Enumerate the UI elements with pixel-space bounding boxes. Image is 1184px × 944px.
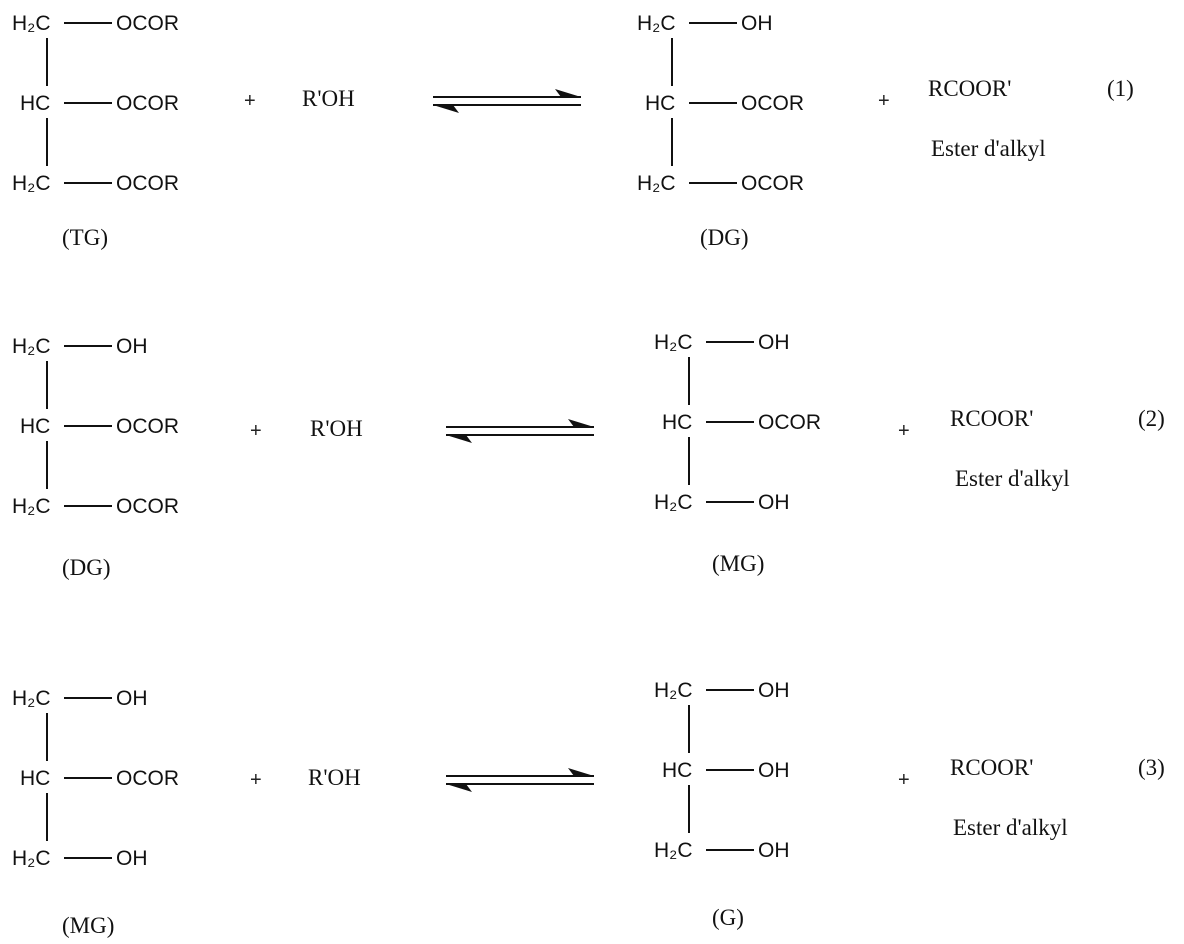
alkyl-ester-formula: RCOOR' [950,755,1033,780]
hydroxyl-group: OH [758,331,790,354]
alkyl-ester-formula: RCOOR' [928,76,1011,101]
alkyl-ester-formula: RCOOR' [950,406,1033,431]
methine-carbon: HC [20,415,50,438]
plus-sign: + [898,769,910,791]
methylene-carbon: H₂C [654,679,692,702]
ester-group: OCOR [116,495,179,518]
alkyl-ester-name: Ester d'alkyl [931,136,1046,161]
equation-number: (2) [1138,406,1165,431]
methine-carbon: HC [662,759,692,782]
ester-group: OCOR [741,172,804,195]
methylene-carbon: H₂C [12,495,50,518]
molecule-label: (DG) [700,225,749,250]
hydroxyl-group: OH [758,759,790,782]
ester-group: OCOR [116,172,179,195]
equation-number: (1) [1107,76,1134,101]
hydroxyl-group: OH [116,335,148,358]
ester-group: OCOR [116,415,179,438]
forward-arrowhead [555,89,581,97]
ester-group: OCOR [758,411,821,434]
methylene-carbon: H₂C [654,839,692,862]
methylene-carbon: H₂C [12,687,50,710]
methylene-carbon: H₂C [12,172,50,195]
molecule-label: (G) [712,905,744,930]
plus-sign: + [250,420,262,442]
hydroxyl-group: OH [741,12,773,35]
methylene-carbon: H₂C [12,847,50,870]
methine-carbon: HC [662,411,692,434]
methine-carbon: HC [20,92,50,115]
methylene-carbon: H₂C [637,12,675,35]
plus-sign: + [250,769,262,791]
reagent-alcohol: R'OH [302,86,355,111]
hydroxyl-group: OH [116,847,148,870]
reaction-1: H₂C OCOR HC OCOR H₂C OCOR (TG) + R'OH H₂C OH HC OCOR… [12,12,1134,250]
reaction-3: H₂C OH HC OCOR H₂C OH (MG) + R'OH H₂C OH HC OH H₂C OH (… [12,679,1165,938]
ester-group: OCOR [741,92,804,115]
hydroxyl-group: OH [116,687,148,710]
reverse-arrowhead [433,105,459,113]
forward-arrowhead [568,768,594,776]
molecule-label: (TG) [62,225,108,250]
methine-carbon: HC [645,92,675,115]
ester-group: OCOR [116,12,179,35]
methine-carbon: HC [20,767,50,790]
forward-arrowhead [568,419,594,427]
molecule-label: (MG) [712,551,764,576]
ester-group: OCOR [116,767,179,790]
hydroxyl-group: OH [758,679,790,702]
reverse-arrowhead [446,435,472,443]
molecule-label: (MG) [62,913,114,938]
molecule-label: (DG) [62,555,111,580]
equation-number: (3) [1138,755,1165,780]
hydroxyl-group: OH [758,491,790,514]
methylene-carbon: H₂C [12,335,50,358]
methylene-carbon: H₂C [637,172,675,195]
methylene-carbon: H₂C [654,491,692,514]
plus-sign: + [898,420,910,442]
ester-group: OCOR [116,92,179,115]
hydroxyl-group: OH [758,839,790,862]
reagent-alcohol: R'OH [308,765,361,790]
methylene-carbon: H₂C [654,331,692,354]
methylene-carbon: H₂C [12,12,50,35]
plus-sign: + [878,90,890,112]
plus-sign: + [244,90,256,112]
reagent-alcohol: R'OH [310,416,363,441]
alkyl-ester-name: Ester d'alkyl [953,815,1068,840]
reverse-arrowhead [446,784,472,792]
reaction-2: H₂C OH HC OCOR H₂C OCOR (DG) + R'OH H₂C OH HC OCOR H₂… [12,331,1165,580]
alkyl-ester-name: Ester d'alkyl [955,466,1070,491]
